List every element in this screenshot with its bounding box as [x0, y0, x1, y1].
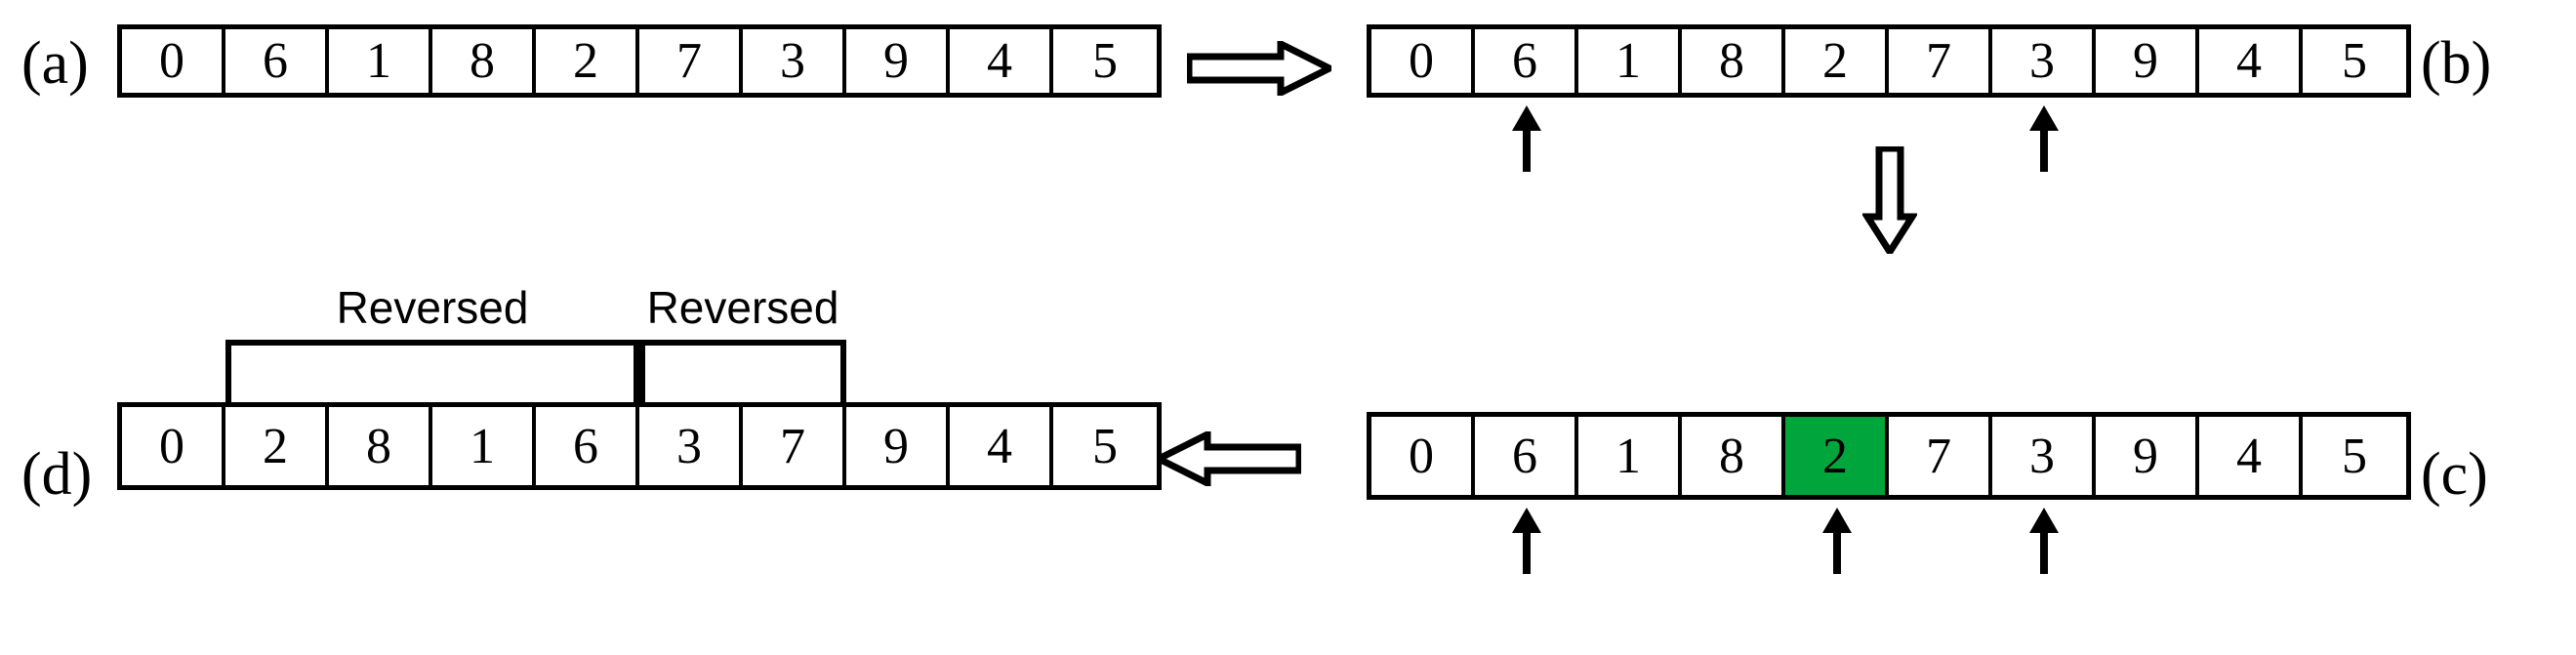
array-d-cell-5: 3 — [639, 407, 743, 485]
pointer-arrowhead-icon — [1512, 508, 1541, 533]
panel-label-c: (c) — [2421, 441, 2488, 508]
reversed-bracket-label-1: Reversed — [646, 282, 839, 333]
pointer-arrowhead-icon — [2029, 105, 2059, 131]
pointer-shaft — [2040, 529, 2048, 574]
array-b-cell-2: 1 — [1578, 29, 1682, 93]
panel-label-b: (b) — [2421, 30, 2492, 97]
pointer-arrowhead-icon — [1512, 105, 1541, 131]
array-a-cell-3: 8 — [432, 29, 536, 93]
array-d-cell-9: 5 — [1053, 407, 1157, 485]
reversed-bracket-1 — [639, 340, 846, 402]
array-d-cell-0: 0 — [122, 407, 225, 485]
array-b-cell-3: 8 — [1682, 29, 1785, 93]
array-b-cell-6: 3 — [1992, 29, 2096, 93]
array-a-cell-8: 4 — [950, 29, 1053, 93]
flow-arrow-a-to-b-icon — [1187, 41, 1331, 96]
array-c-cell-4: 2 — [1785, 417, 1889, 495]
array-c-cell-8: 4 — [2199, 417, 2303, 495]
array-d-cell-8: 4 — [950, 407, 1053, 485]
array-a-cell-9: 5 — [1053, 29, 1157, 93]
array-d-cell-2: 8 — [329, 407, 432, 485]
panel-label-a: (a) — [21, 30, 89, 97]
pointer-arrowhead-icon — [2029, 508, 2059, 533]
array-d-cell-6: 7 — [743, 407, 846, 485]
array-a-cell-4: 2 — [536, 29, 639, 93]
array-c-cell-0: 0 — [1371, 417, 1475, 495]
array-c-cell-2: 1 — [1578, 417, 1682, 495]
array-a-cell-5: 7 — [639, 29, 743, 93]
pointer-shaft — [1523, 529, 1531, 574]
array-a-cell-2: 1 — [329, 29, 432, 93]
panel-label-d: (d) — [21, 441, 93, 508]
flow-arrow-b-to-c-icon — [1862, 146, 1917, 254]
array-d-cell-1: 2 — [225, 407, 329, 485]
array-c-cell-9: 5 — [2303, 417, 2406, 495]
array-c-cell-7: 9 — [2096, 417, 2199, 495]
array-c-cell-6: 3 — [1992, 417, 2096, 495]
array-c-cell-5: 7 — [1889, 417, 1992, 495]
array-a-cell-1: 6 — [225, 29, 329, 93]
array-a-cell-6: 3 — [743, 29, 846, 93]
array-b-cell-5: 7 — [1889, 29, 1992, 93]
array-b-cell-1: 6 — [1475, 29, 1578, 93]
array-a-cell-7: 9 — [846, 29, 950, 93]
pointer-shaft — [2040, 127, 2048, 172]
array-b-cell-0: 0 — [1371, 29, 1475, 93]
pointer-shaft — [1523, 127, 1531, 172]
array-a-cell-0: 0 — [122, 29, 225, 93]
array-d-cell-3: 1 — [432, 407, 536, 485]
array-b-cell-9: 5 — [2303, 29, 2406, 93]
array-b-cell-8: 4 — [2199, 29, 2303, 93]
array-c-cell-1: 6 — [1475, 417, 1578, 495]
reversed-bracket-0 — [225, 340, 639, 402]
pointer-arrowhead-icon — [1822, 508, 1852, 533]
array-b-cell-7: 9 — [2096, 29, 2199, 93]
array-c-cell-3: 8 — [1682, 417, 1785, 495]
pointer-shaft — [1833, 529, 1841, 574]
reversed-bracket-label-0: Reversed — [336, 282, 529, 333]
array-b-cell-4: 2 — [1785, 29, 1889, 93]
array-d-cell-4: 6 — [536, 407, 639, 485]
flow-arrow-c-to-d-icon — [1157, 431, 1301, 486]
array-d-cell-7: 9 — [846, 407, 950, 485]
